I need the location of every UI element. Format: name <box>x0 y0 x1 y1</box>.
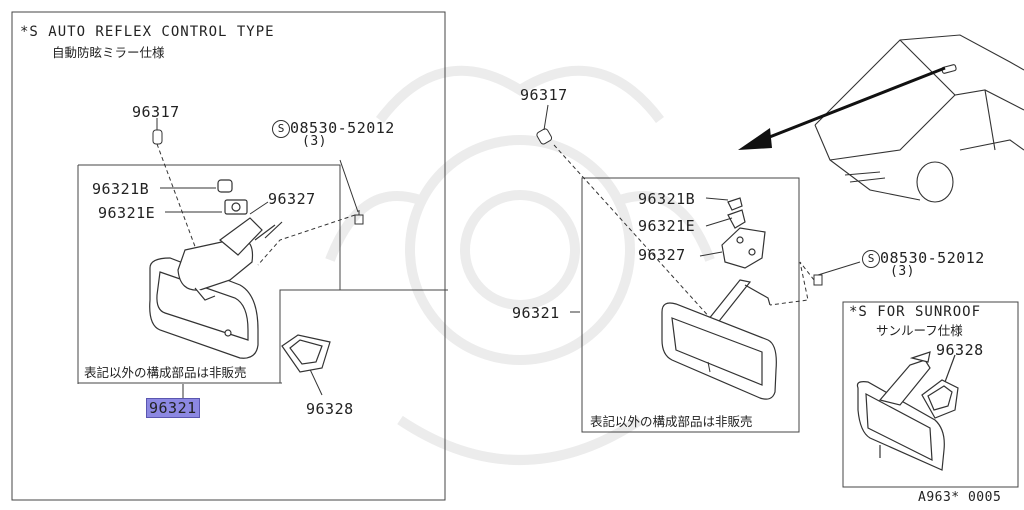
left-screw-qty: (3) <box>302 134 327 149</box>
right-label-96321: 96321 <box>512 304 560 322</box>
right-screw <box>769 261 861 306</box>
sunroof-mirror <box>856 351 959 471</box>
location-arrow <box>738 66 946 150</box>
left-panel-subtitle: 自動防眩ミラー仕様 <box>52 45 165 60</box>
right-label-96327: 96327 <box>638 246 686 264</box>
figure-code: A963* 0005 <box>918 490 1002 505</box>
inset-subtitle: サンルーフ仕様 <box>876 323 963 338</box>
car-sketch <box>814 34 1024 203</box>
right-screw-code: 08530-52012 <box>880 249 985 267</box>
left-label-96327: 96327 <box>268 190 316 208</box>
left-label-96328: 96328 <box>306 400 354 418</box>
left-clip-part <box>281 334 331 373</box>
left-screw-code: 08530-52012 <box>290 119 395 137</box>
standard-part-s-icon: S <box>862 249 880 268</box>
watermark-emblem <box>325 65 715 465</box>
right-mirror <box>661 302 777 400</box>
inset-title: *S FOR SUNROOF <box>849 304 982 320</box>
right-label-96317: 96317 <box>520 86 568 104</box>
left-label-96321e: 96321E <box>98 204 156 222</box>
left-panel-frame <box>11 11 446 501</box>
right-bracket <box>707 197 771 326</box>
right-label-96321e: 96321E <box>638 217 696 235</box>
standard-part-s-icon: S <box>272 119 290 138</box>
right-leaders <box>570 197 733 313</box>
right-label-96321b: 96321B <box>638 190 696 208</box>
right-inner-box <box>581 177 800 433</box>
left-mirror <box>149 179 283 359</box>
left-label-96321b: 96321B <box>92 180 150 198</box>
right-note: 表記以外の構成部品は非販売 <box>590 414 753 429</box>
left-screw <box>257 159 364 266</box>
left-note: 表記以外の構成部品は非販売 <box>84 365 247 380</box>
right-screw-qty: (3) <box>890 264 915 279</box>
left-bulb <box>152 118 201 261</box>
left-label-96317: 96317 <box>132 103 180 121</box>
left-panel-title: *S AUTO REFLEX CONTROL TYPE <box>20 24 275 40</box>
left-label-96321-highlighted[interactable]: 96321 <box>146 398 200 418</box>
sunroof-inset-frame <box>842 301 1019 488</box>
inset-label-96328: 96328 <box>936 341 984 359</box>
right-bulb <box>536 104 713 321</box>
